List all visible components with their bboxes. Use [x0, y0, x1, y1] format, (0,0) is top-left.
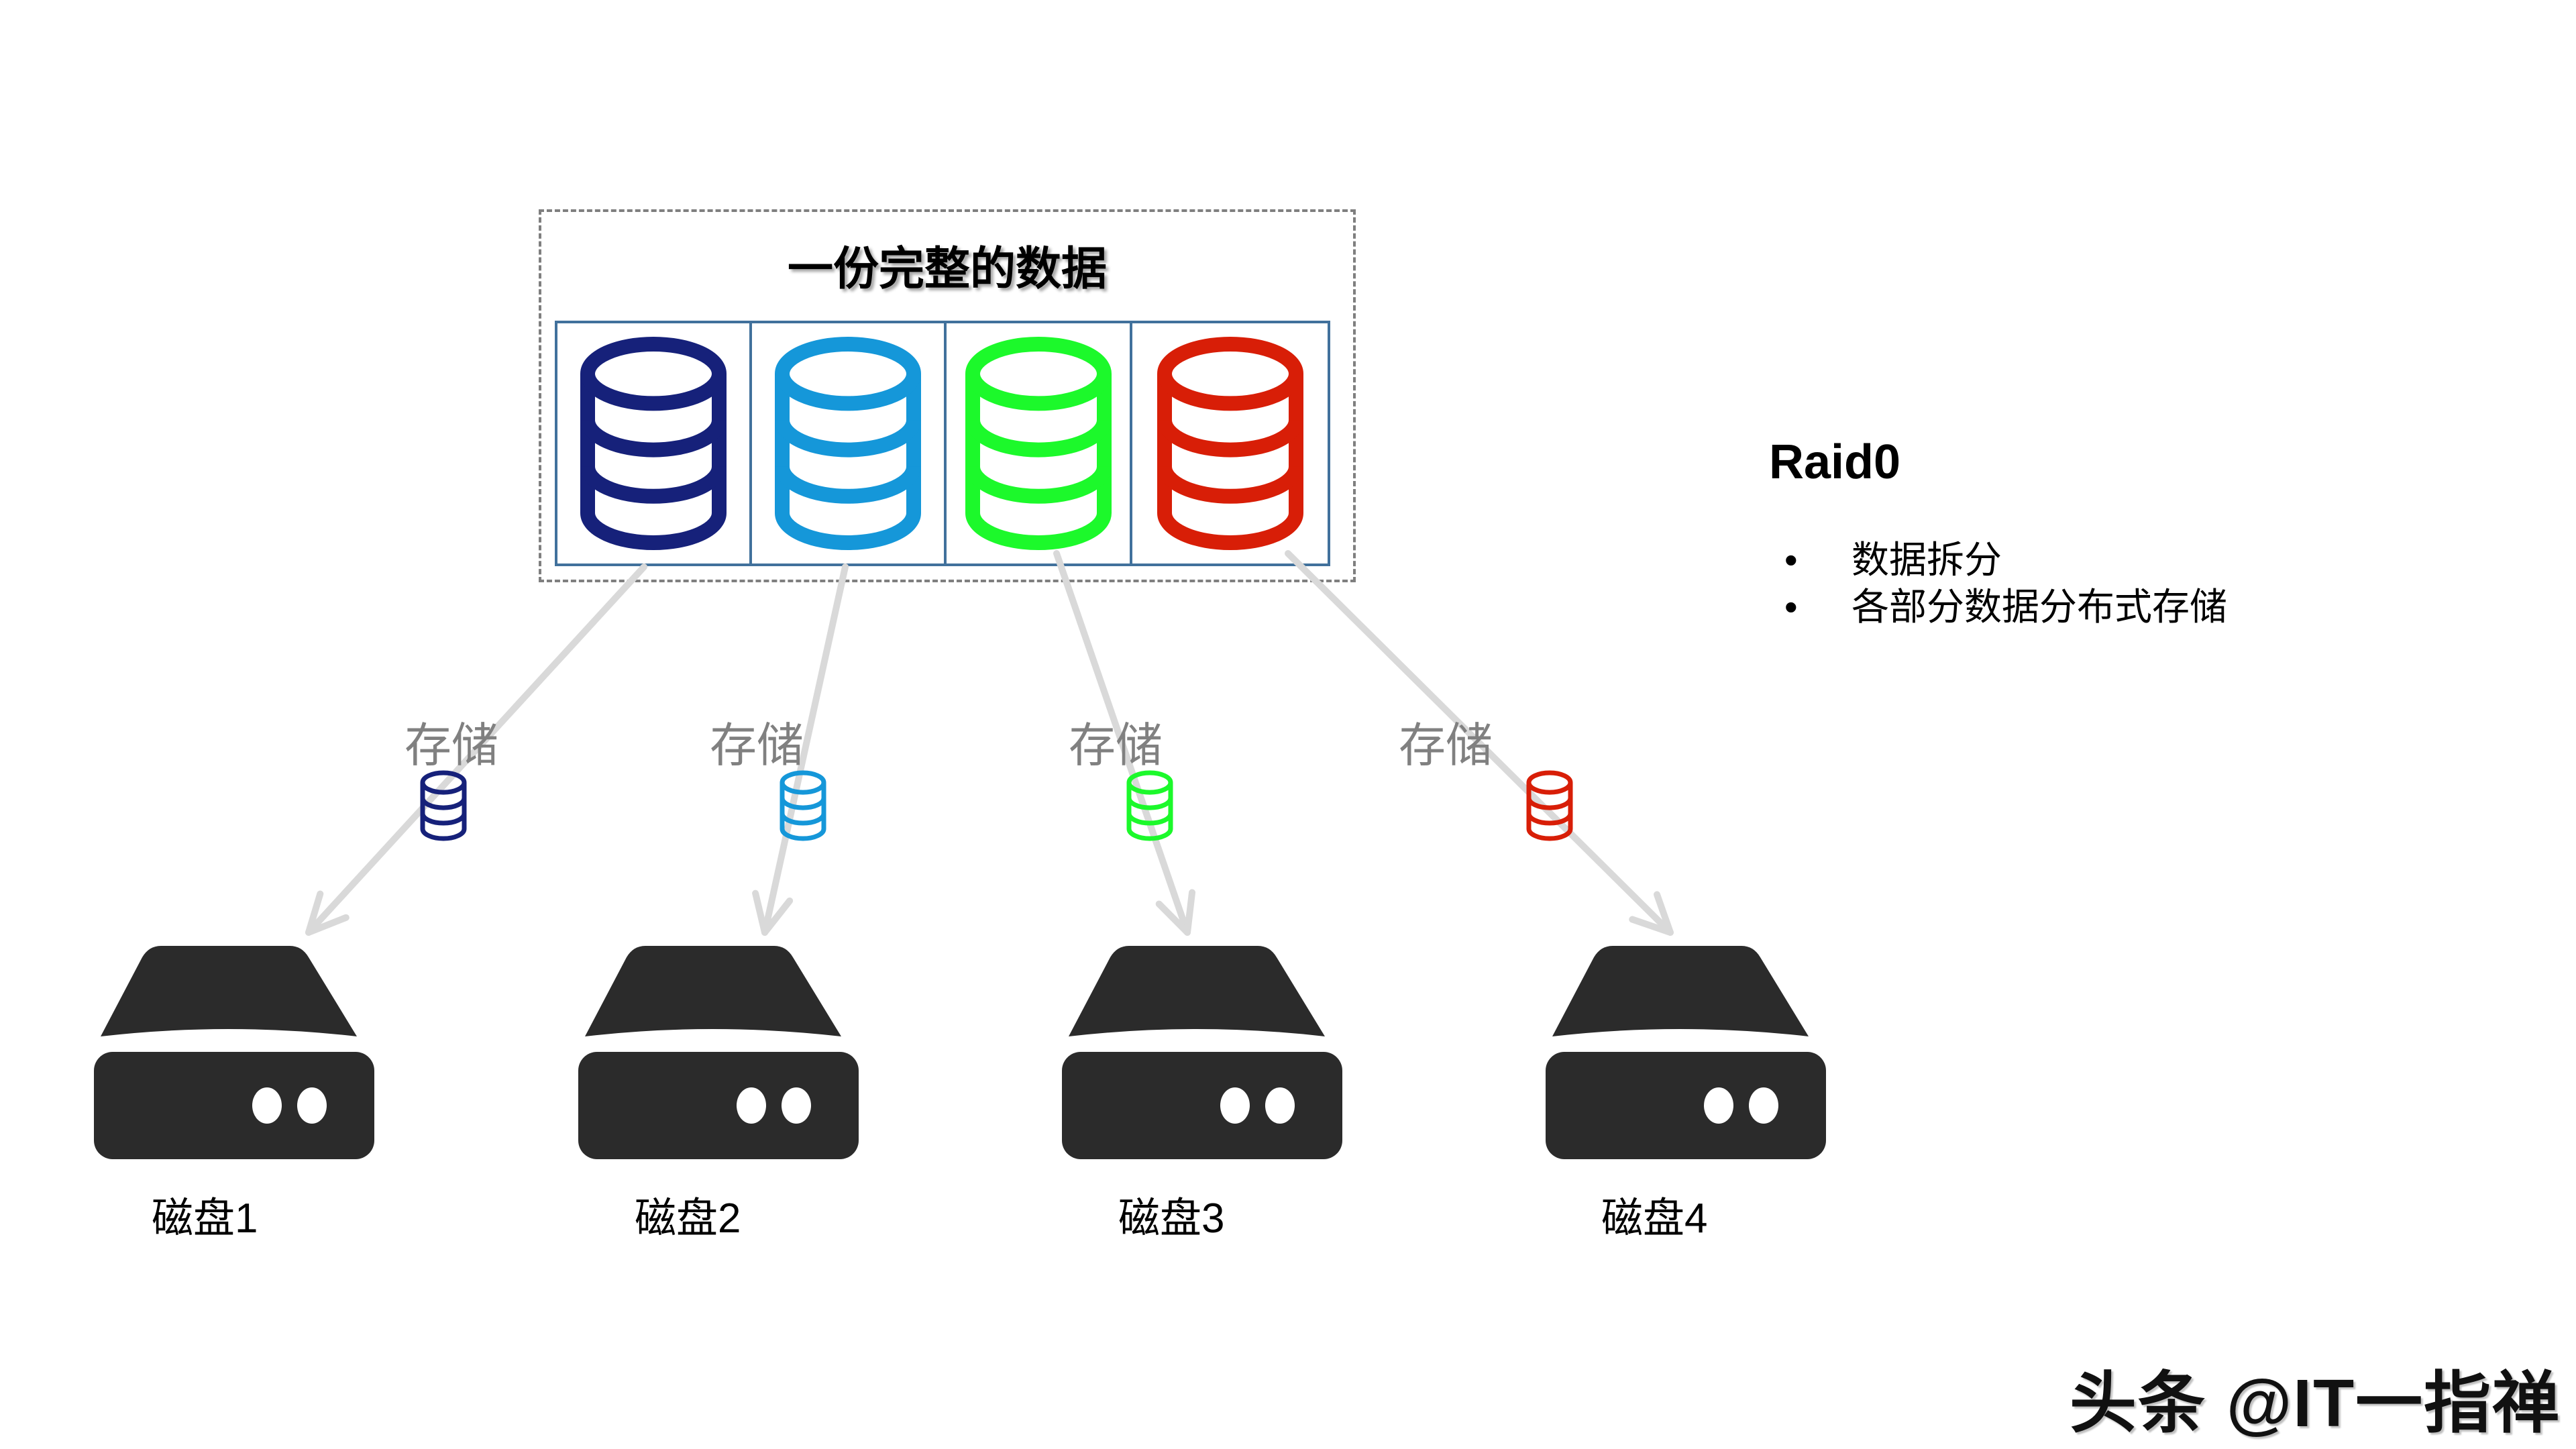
stripe-cell-1 [557, 323, 752, 564]
whole-data-title: 一份完整的数据 [787, 244, 1107, 294]
hard-disk-icon [1062, 946, 1342, 1159]
store-label-2: 存储 [710, 719, 804, 771]
store-label-3: 存储 [1069, 719, 1163, 771]
bullet-text: 各部分数据分布式存储 [1851, 586, 2227, 628]
database-icon [580, 336, 727, 550]
disk-label-2: 磁盘2 [635, 1195, 741, 1242]
disk-label-3: 磁盘3 [1118, 1195, 1225, 1242]
bullet-dot: • [1784, 586, 1798, 628]
disk-top [101, 946, 357, 1036]
disk-led [737, 1087, 766, 1124]
disk-led [1220, 1087, 1250, 1124]
database-icon [775, 336, 921, 550]
disk-body [578, 1052, 859, 1159]
small-database-icon [1526, 770, 1573, 841]
hard-disk-icon [578, 946, 859, 1159]
disk-body [1546, 1052, 1826, 1159]
hard-disk-icon [1546, 946, 1826, 1159]
disk-label-4: 磁盘4 [1601, 1195, 1708, 1242]
stripe-cell-2 [752, 323, 947, 564]
raid-title: Raid0 [1769, 435, 1901, 489]
whole-data-group [539, 209, 1356, 582]
disk-led [252, 1087, 282, 1124]
raid-bullets: • 数据拆分 • 各部分数据分布式存储 [1784, 537, 2227, 631]
store-label-1: 存储 [405, 719, 498, 771]
bullet-item: • 各部分数据分布式存储 [1784, 584, 2227, 631]
disk-led [1704, 1087, 1733, 1124]
small-database-icon [780, 770, 826, 841]
watermark: 头条 @IT一指禅 [2070, 1366, 2561, 1441]
small-database-icon [420, 770, 467, 841]
disk-top [1069, 946, 1325, 1036]
disk-label-1: 磁盘1 [152, 1195, 258, 1242]
disk-led [782, 1087, 811, 1124]
disk-top [1552, 946, 1809, 1036]
bullet-text: 数据拆分 [1851, 539, 2002, 581]
stripe-cell-3 [947, 323, 1132, 564]
disk-led [1749, 1087, 1778, 1124]
bullet-item: • 数据拆分 [1784, 537, 2227, 584]
disk-top [585, 946, 841, 1036]
database-icon [1157, 336, 1303, 550]
stripe-row [555, 321, 1330, 566]
disk-body [94, 1052, 374, 1159]
stripe-cell-4 [1132, 323, 1328, 564]
disk-led [297, 1087, 327, 1124]
database-icon [965, 336, 1112, 550]
store-label-4: 存储 [1399, 719, 1493, 771]
hard-disk-icon [94, 946, 374, 1159]
bullet-dot: • [1784, 539, 1798, 581]
disk-body [1062, 1052, 1342, 1159]
small-database-icon [1126, 770, 1173, 841]
disk-led [1265, 1087, 1295, 1124]
